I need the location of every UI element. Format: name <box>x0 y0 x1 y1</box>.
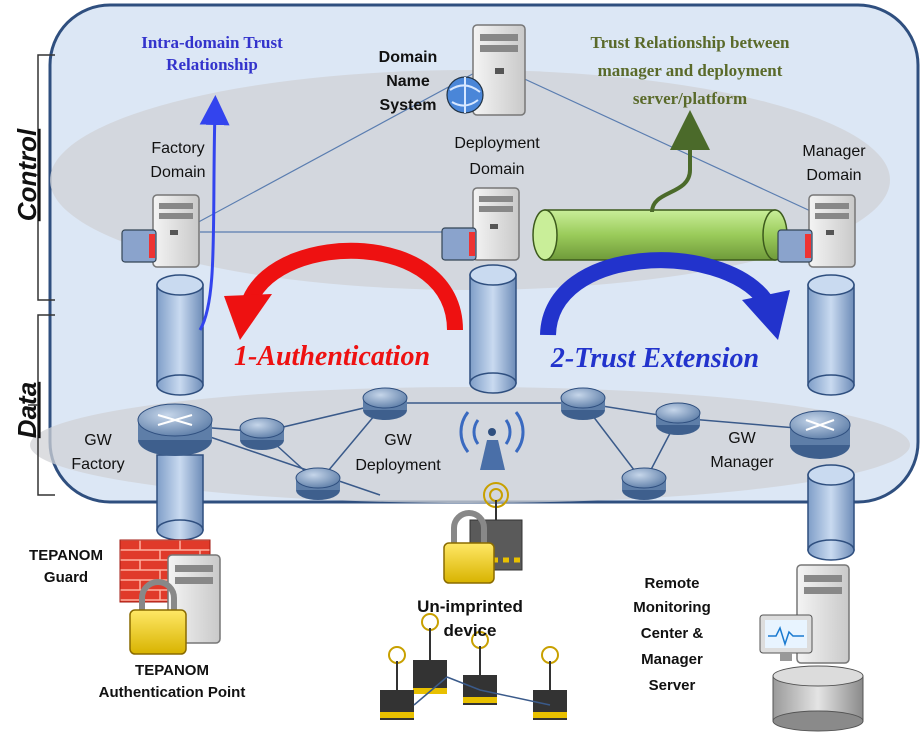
remote-monitoring-label: Remote <box>644 575 699 592</box>
deployment-domain-label: Domain <box>469 161 524 178</box>
tepanom-auth-label: Authentication Point <box>99 684 246 701</box>
router-icon <box>295 467 341 500</box>
deployment-server-icon <box>441 187 520 261</box>
router-icon <box>655 402 701 435</box>
factory-domain-label: Factory <box>151 140 204 157</box>
router-icon <box>362 387 408 420</box>
tube-manager-lower <box>807 464 855 561</box>
authentication-arrow <box>242 242 463 331</box>
router-gw-manager <box>789 410 851 459</box>
monitor-icon <box>759 614 813 661</box>
tube-factory-lower <box>156 454 204 541</box>
tepanom-auth-label: TEPANOM <box>135 662 209 679</box>
tube-factory-upper <box>156 274 204 396</box>
factory-server-icon <box>121 194 200 268</box>
trust-extension-arrowhead <box>742 290 790 340</box>
wireless-antenna-icon <box>459 411 525 470</box>
dns-server-icon <box>446 24 526 116</box>
gw-deployment-label: Deployment <box>355 457 441 474</box>
sensor-node-icon <box>463 631 497 705</box>
remote-monitoring-label: Server <box>649 677 696 694</box>
manager-domain-label: Domain <box>806 167 861 184</box>
remote-monitoring-label: Manager <box>641 651 703 668</box>
trust-relationship-arrow <box>650 110 710 213</box>
router-icon <box>239 417 285 450</box>
gw-manager-label: Manager <box>710 454 774 471</box>
trust-manager-label: server/platform <box>633 89 747 108</box>
database-icon <box>772 665 864 732</box>
gw-manager-label: GW <box>728 430 756 447</box>
trust-manager-label: manager and deployment <box>598 61 783 80</box>
control-links <box>179 69 831 233</box>
factory-domain-label: Domain <box>150 164 205 181</box>
dns-label: System <box>380 97 437 114</box>
tepanom-guard-label: TEPANOM <box>29 547 103 564</box>
gw-deployment-label: GW <box>384 432 412 449</box>
gw-factory-label: Factory <box>71 456 124 473</box>
dns-label: Name <box>386 73 430 90</box>
data-brace <box>28 314 55 496</box>
tepanom-guard-label: Guard <box>44 569 88 586</box>
manager-server-icon <box>777 194 856 268</box>
sensor-node-icon <box>380 646 414 720</box>
control-label: Control <box>12 128 42 221</box>
lock-icon <box>443 510 495 584</box>
authentication-label: 1-Authentication <box>234 341 430 372</box>
manager-domain-label: Manager <box>802 143 866 160</box>
sensor-node-icon <box>533 646 567 720</box>
remote-monitoring-label: Center & <box>641 625 704 642</box>
intra-domain-label: Intra-domain Trust <box>141 33 283 52</box>
router-icon <box>560 387 606 420</box>
trust-manager-label: Trust Relationship between <box>591 33 791 52</box>
authentication-arrowhead <box>224 294 272 340</box>
sensor-links <box>413 676 551 706</box>
trust-tube <box>532 209 788 261</box>
intra-domain-arrow <box>198 95 230 331</box>
control-brace <box>28 54 55 301</box>
lock-icon <box>129 579 187 655</box>
data-label: Data <box>12 382 42 438</box>
unimprinted-label: device <box>444 621 497 640</box>
remote-monitoring-label: Monitoring <box>633 599 710 616</box>
tube-manager-upper <box>807 274 855 396</box>
intra-domain-label: Relationship <box>166 55 258 74</box>
deployment-domain-label: Deployment <box>454 135 540 152</box>
gw-factory-label: GW <box>84 432 112 449</box>
router-gw-factory <box>137 403 213 456</box>
unimprinted-label: Un-imprinted <box>417 597 523 616</box>
router-icon <box>621 467 667 500</box>
trust-extension-label: 2-Trust Extension <box>550 343 759 374</box>
dns-label: Domain <box>379 49 438 66</box>
trust-extension-arrow <box>540 252 772 336</box>
tube-deployment <box>469 264 517 394</box>
